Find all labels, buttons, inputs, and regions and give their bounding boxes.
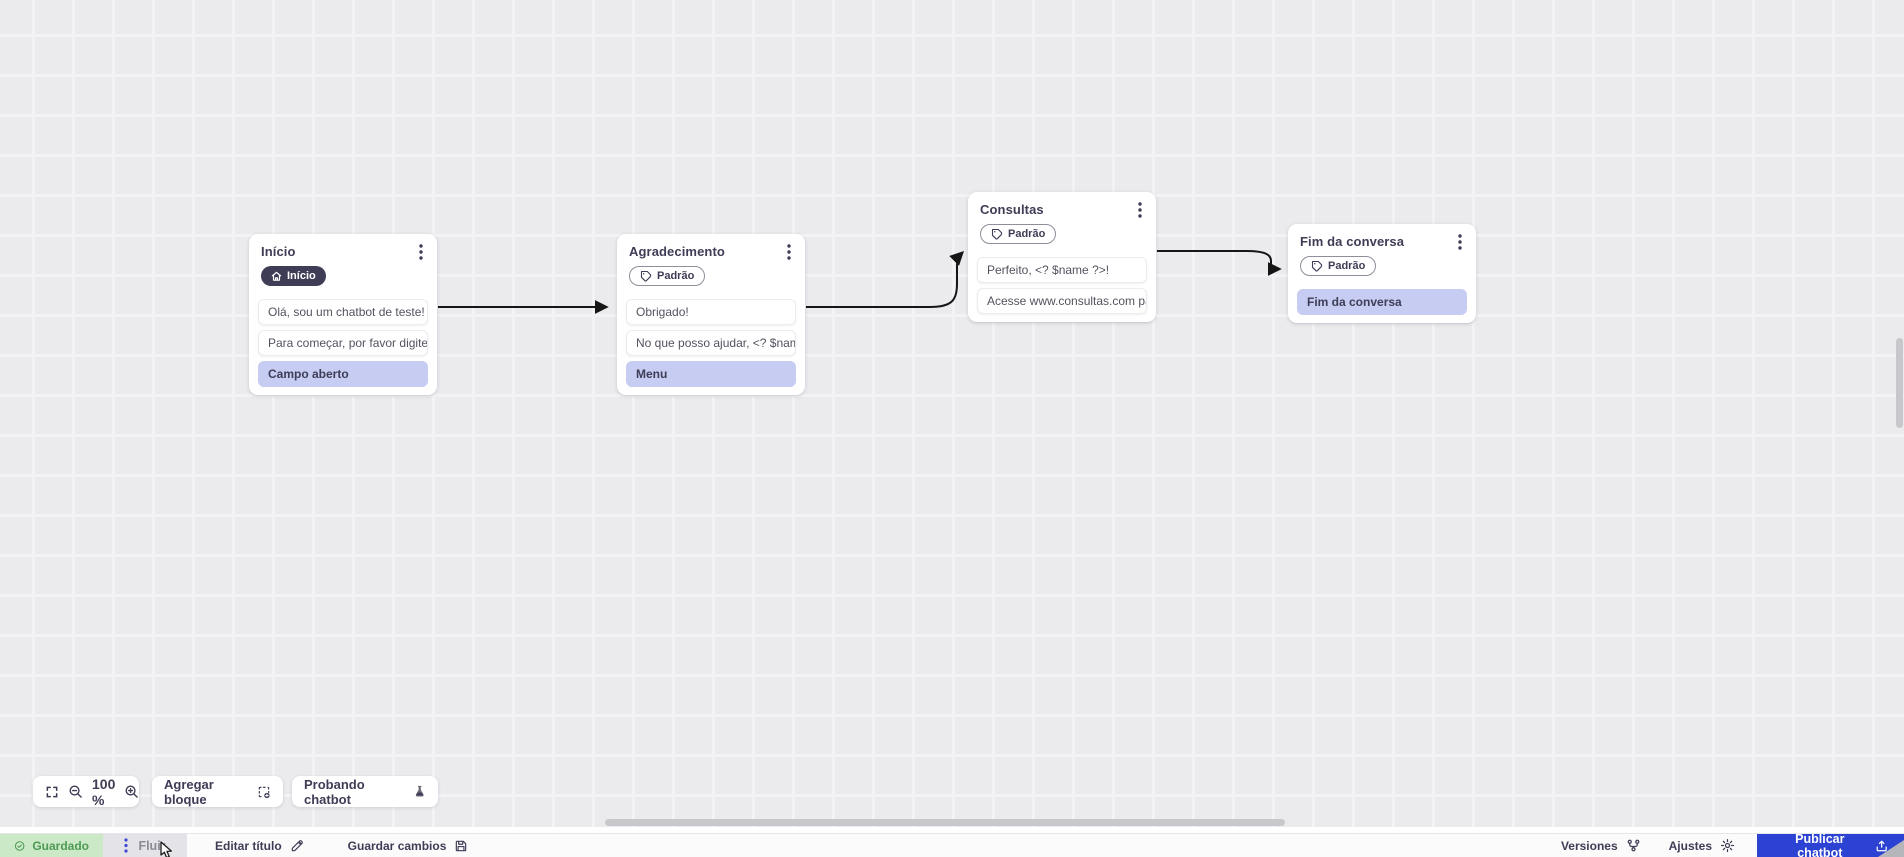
node-message[interactable]: Perfeito, <? $name ?>!: [977, 257, 1147, 283]
publish-chatbot-button[interactable]: Publicar chatbot: [1757, 831, 1904, 857]
save-changes-button[interactable]: Guardar cambios: [334, 834, 483, 857]
test-chatbot-button[interactable]: Probando chatbot: [292, 776, 438, 807]
flow-tab-label: Fluir: [138, 838, 166, 853]
node-action-item[interactable]: Campo aberto: [258, 361, 428, 387]
zoom-in-icon: [125, 785, 139, 798]
node-menu-button[interactable]: [1136, 202, 1144, 218]
node-type-badge: Padrão: [1300, 256, 1377, 276]
versions-button[interactable]: Versiones: [1547, 834, 1655, 857]
node-title: Agradecimento: [629, 244, 725, 259]
node-title: Consultas: [980, 202, 1044, 217]
node-message[interactable]: Acesse www.consultas.com par...: [977, 288, 1147, 314]
horizontal-scrollbar[interactable]: [605, 819, 1285, 826]
node-action-item[interactable]: Menu: [626, 361, 796, 387]
badge-label: Padrão: [1008, 228, 1046, 240]
badge-label: Início: [287, 270, 316, 282]
node-message[interactable]: Olá, sou um chatbot de teste!: [258, 299, 428, 325]
tag-icon: [1311, 260, 1323, 272]
edit-title-label: Editar título: [215, 838, 282, 853]
zoom-out-icon: [69, 785, 82, 798]
edge-agradecimento-consultas: [806, 251, 964, 308]
badge-label: Padrão: [657, 270, 695, 282]
test-chatbot-label: Probando chatbot: [304, 776, 365, 807]
status-bar: Guardado Fluir Editar título Guardar cam…: [0, 831, 1904, 857]
flow-node-fim-da-conversa[interactable]: Fim da conversa Padrão Fim da conversa: [1288, 224, 1476, 323]
statusbar-spacer: [482, 834, 1547, 857]
node-type-badge: Padrão: [980, 224, 1057, 244]
saved-status-badge: Guardado: [0, 834, 103, 857]
settings-label: Ajustes: [1668, 838, 1712, 853]
kebab-icon: [419, 244, 423, 260]
node-message[interactable]: Obrigado!: [626, 299, 796, 325]
save-icon: [456, 840, 467, 851]
flow-edges: [438, 250, 1282, 314]
canvas-bottom-gap: [0, 827, 1904, 833]
fullscreen-button[interactable]: [45, 785, 59, 799]
versions-label: Versiones: [1560, 838, 1618, 853]
zoom-in-button[interactable]: [124, 784, 139, 799]
zoom-level: 100 %: [92, 775, 116, 808]
flow-canvas[interactable]: Início Início Olá, sou um chatbot de tes…: [0, 0, 1904, 827]
node-action-item[interactable]: Fim da conversa: [1297, 289, 1467, 315]
node-message[interactable]: No que posso ajudar, <? $name ...: [626, 330, 796, 356]
node-title: Fim da conversa: [1300, 234, 1405, 249]
flask-icon: [415, 785, 424, 797]
badge-label: Padrão: [1328, 260, 1366, 272]
edge-consultas-fim: [1157, 250, 1282, 276]
canvas-zoom-toolbar: 100 %: [33, 775, 139, 808]
git-branch-icon: [1627, 839, 1640, 852]
vertical-scrollbar[interactable]: [1896, 338, 1903, 428]
flow-node-inicio[interactable]: Início Início Olá, sou um chatbot de tes…: [249, 234, 437, 395]
add-block-button[interactable]: Agregar bloque: [152, 776, 283, 807]
saved-label: Guardado: [32, 838, 89, 853]
kebab-icon: [787, 244, 791, 260]
flow-node-agradecimento[interactable]: Agradecimento Padrão Obrigado! No que po…: [617, 234, 805, 395]
tag-icon: [991, 228, 1003, 240]
zoom-out-button[interactable]: [68, 784, 83, 799]
kebab-icon: [1458, 234, 1462, 250]
window-resize-corner: [1878, 840, 1904, 857]
node-menu-button[interactable]: [417, 244, 425, 260]
add-block-label: Agregar bloque: [164, 776, 214, 807]
node-menu-button[interactable]: [785, 244, 793, 260]
fullscreen-icon: [46, 786, 58, 797]
node-menu-button[interactable]: [1456, 234, 1464, 250]
check-circle-icon: [14, 840, 25, 851]
node-title: Início: [261, 244, 296, 259]
save-changes-label: Guardar cambios: [347, 838, 447, 853]
home-icon: [271, 271, 282, 281]
kebab-icon: [1138, 202, 1142, 218]
add-block-icon: [258, 786, 270, 798]
publish-label: Publicar chatbot: [1795, 831, 1845, 857]
tab-flow[interactable]: Fluir: [103, 834, 187, 857]
node-type-badge: Padrão: [629, 266, 706, 286]
edit-title-button[interactable]: Editar título: [201, 834, 318, 857]
node-message[interactable]: Para começar, por favor digite o ...: [258, 330, 428, 356]
gear-icon: [1720, 838, 1735, 853]
kebab-icon: [124, 838, 129, 853]
settings-button[interactable]: Ajustes: [1655, 834, 1749, 857]
pencil-icon: [291, 839, 303, 851]
node-type-badge: Início: [261, 266, 326, 286]
flow-node-consultas[interactable]: Consultas Padrão Perfeito, <? $name ?>! …: [968, 192, 1156, 322]
tag-icon: [640, 270, 652, 282]
